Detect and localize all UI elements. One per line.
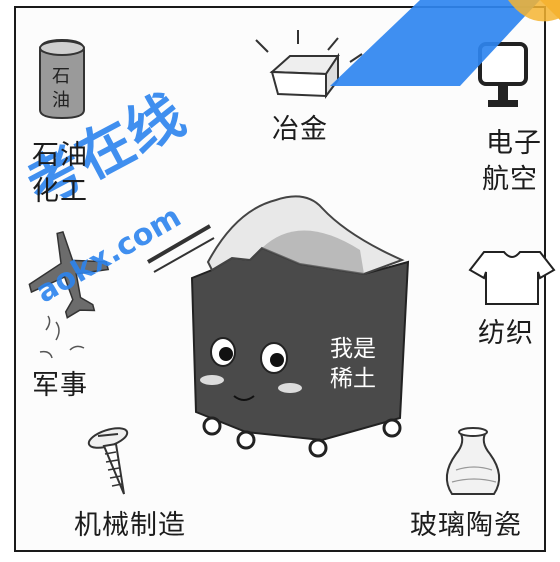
cart-text-line1: 我是 <box>330 336 376 362</box>
label-textile: 纺织 <box>478 318 534 349</box>
label-petrochem-line1: 石油 <box>32 140 88 171</box>
tshirt-icon <box>468 251 556 305</box>
label-metallurgy: 冶金 <box>272 114 328 145</box>
metal-ingot-icon <box>255 30 363 99</box>
vase-icon <box>445 427 501 495</box>
rare-earth-cart-icon: 我是 稀土 <box>146 195 410 458</box>
label-machinery: 机械制造 <box>74 510 186 541</box>
screw-icon <box>87 427 129 495</box>
watermark-shapes <box>330 0 560 86</box>
label-petrochem-line2: 化工 <box>32 176 88 207</box>
oil-barrel-icon: 石 油 <box>39 38 85 120</box>
label-electronics-line2: 航空 <box>482 164 538 195</box>
airplane-icon <box>28 230 110 359</box>
label-military: 军事 <box>32 370 88 401</box>
label-electronics-line1: 电子 <box>486 128 542 159</box>
barrel-text-1: 石 <box>52 66 70 87</box>
cart-text-line2: 稀土 <box>330 366 376 392</box>
barrel-text-2: 油 <box>52 90 70 111</box>
label-glass-ceramics: 玻璃陶瓷 <box>410 510 522 541</box>
